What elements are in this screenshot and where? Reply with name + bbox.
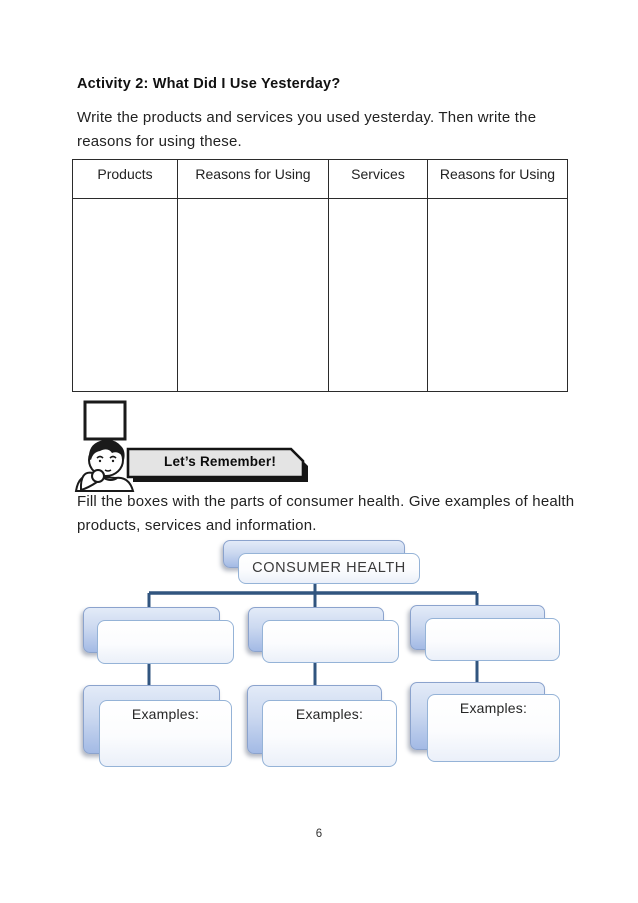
examples-3-label: Examples: bbox=[459, 700, 528, 716]
table-header-reasons-1: Reasons for Using bbox=[177, 159, 329, 199]
table-cell-reasons-1 bbox=[177, 198, 329, 392]
examples-2-label: Examples: bbox=[295, 706, 364, 722]
table-header-row: Products Reasons for Using Services Reas… bbox=[72, 159, 568, 199]
branch-2-box bbox=[262, 620, 399, 663]
examples-1-box: Examples: bbox=[99, 700, 232, 767]
branch-3-box bbox=[425, 618, 560, 661]
examples-3-box: Examples: bbox=[427, 694, 560, 762]
table-cell-products bbox=[72, 198, 178, 392]
banner-label: Let’s Remember! bbox=[164, 454, 277, 469]
branch-1-box bbox=[97, 620, 234, 664]
examples-1-label: Examples: bbox=[131, 706, 200, 722]
blank-sign bbox=[83, 400, 127, 441]
branch-3-label bbox=[426, 619, 559, 624]
page-number: 6 bbox=[315, 828, 323, 840]
activity-title: Activity 2: What Did I Use Yesterday? bbox=[77, 76, 341, 92]
activity-instructions: Write the products and services you used… bbox=[77, 109, 537, 150]
table-header-services: Services bbox=[328, 159, 428, 199]
branch-2-label bbox=[263, 621, 398, 626]
root-node-label: CONSUMER HEALTH bbox=[252, 560, 406, 576]
table-cell-services bbox=[328, 198, 428, 392]
lets-remember-banner: Let’s Remember! bbox=[124, 446, 320, 488]
root-node-box: CONSUMER HEALTH bbox=[238, 553, 420, 584]
examples-2-box: Examples: bbox=[262, 700, 397, 767]
table-cell-reasons-2 bbox=[427, 198, 568, 392]
thinking-child-illustration bbox=[74, 400, 135, 492]
table-header-reasons-2: Reasons for Using bbox=[427, 159, 568, 199]
remember-instructions: Fill the boxes with the parts of consume… bbox=[77, 493, 575, 534]
table-header-products: Products bbox=[72, 159, 178, 199]
products-services-table: Products Reasons for Using Services Reas… bbox=[72, 159, 568, 392]
consumer-health-diagram: CONSUMER HEALTH Examples: Examples: Exam… bbox=[70, 538, 580, 778]
table-row bbox=[72, 198, 568, 392]
banner-shape bbox=[126, 447, 305, 479]
branch-1-label bbox=[98, 621, 233, 626]
